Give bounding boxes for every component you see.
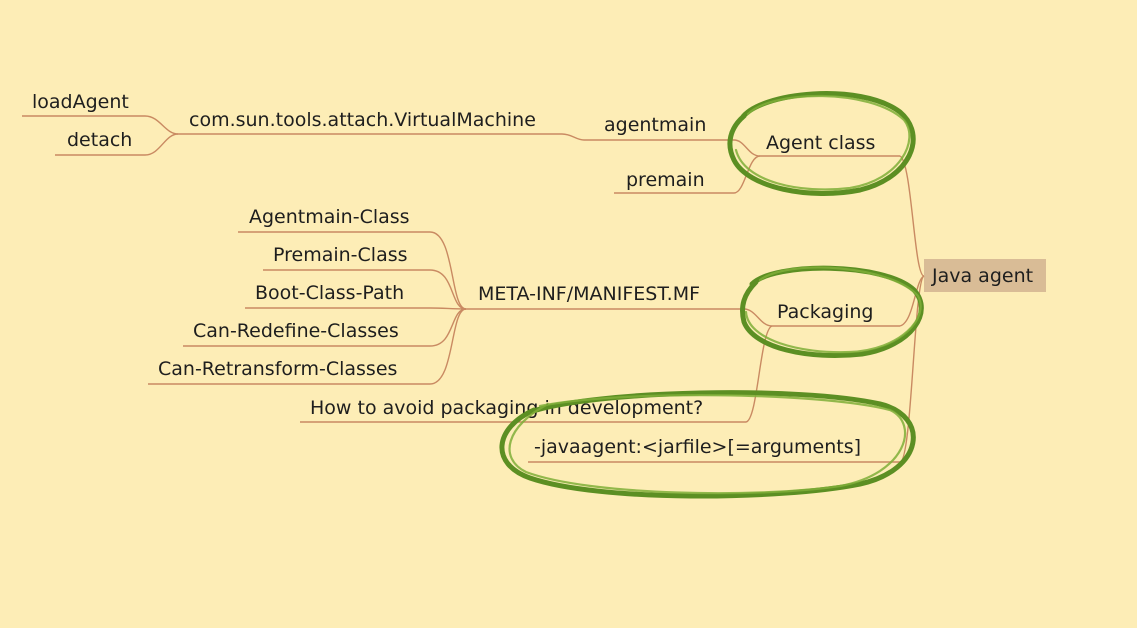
- branch-root-to-packaging: [899, 275, 925, 327]
- highlight-circle-agent-class: [727, 91, 916, 196]
- detach-node[interactable]: detach: [67, 129, 132, 151]
- branch-packaging-to-manifest: [743, 308, 773, 327]
- root-node[interactable]: Java agent: [924, 259, 1046, 292]
- javaagent-option-node[interactable]: -javaagent:<jarfile>[=arguments]: [534, 436, 861, 458]
- highlight-circle-packaging: [740, 265, 924, 359]
- virtual-machine-node[interactable]: com.sun.tools.attach.VirtualMachine: [189, 109, 536, 131]
- branch-root-to-javaagent: [899, 275, 925, 463]
- agentmain-class-node[interactable]: Agentmain-Class: [249, 206, 410, 228]
- agent-class-node[interactable]: Agent class: [766, 132, 875, 154]
- premain-class-node[interactable]: Premain-Class: [273, 244, 408, 266]
- branch-manifest-to-can-redefine: [429, 308, 467, 347]
- root-node-label: Java agent: [931, 265, 1033, 287]
- branch-agent-class-to-agentmain: [733, 139, 761, 157]
- branch-packaging-to-avoid: [745, 325, 773, 423]
- branch-manifest-to-can-retransform: [429, 308, 467, 385]
- branch-manifest-to-boot-class-path: [429, 307, 467, 310]
- branch-manifest-to-premain-class: [429, 269, 467, 310]
- branch-agentmain-to-virtual-machine: [561, 133, 585, 141]
- branch-root-to-agent-class: [899, 155, 925, 277]
- manifest-node[interactable]: META-INF/MANIFEST.MF: [478, 283, 700, 305]
- loadagent-node[interactable]: loadAgent: [32, 91, 129, 113]
- can-retransform-node[interactable]: Can-Retransform-Classes: [158, 358, 397, 380]
- branch-vm-to-loadagent: [144, 115, 179, 135]
- highlight-circle-javaagent: [499, 390, 916, 499]
- avoid-packaging-node[interactable]: How to avoid packaging in development?: [310, 397, 703, 419]
- agentmain-node[interactable]: agentmain: [604, 114, 706, 136]
- root-node-box: [924, 259, 1046, 292]
- boot-class-path-node[interactable]: Boot-Class-Path: [255, 282, 404, 304]
- branch-manifest-to-agentmain-class: [429, 231, 467, 310]
- premain-node[interactable]: premain: [626, 169, 705, 191]
- packaging-node[interactable]: Packaging: [777, 301, 873, 323]
- can-redefine-node[interactable]: Can-Redefine-Classes: [193, 320, 399, 342]
- branch-vm-to-detach: [144, 133, 179, 156]
